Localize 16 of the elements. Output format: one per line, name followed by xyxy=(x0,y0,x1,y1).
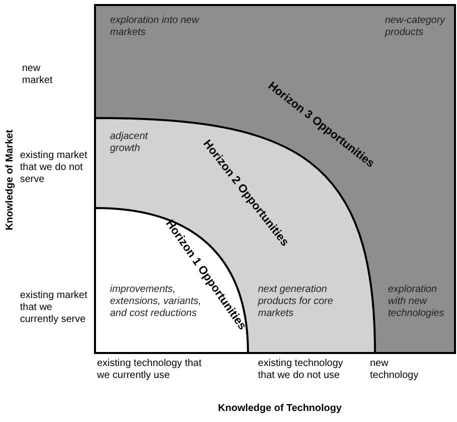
axis-label: existing market that we do not serve xyxy=(20,150,88,186)
quadrant-text: adjacent growth xyxy=(110,131,149,155)
axis-label: existing market that we currently serve xyxy=(20,290,88,326)
quadrant-text: next generation products for core markets xyxy=(258,284,334,320)
axis-label: new technology xyxy=(370,358,420,382)
quadrant-text: exploration into new markets xyxy=(110,15,200,39)
quadrant-text: new-category products xyxy=(385,15,446,39)
horizon-region xyxy=(95,118,375,353)
axis-label: new market xyxy=(22,63,54,87)
horizon-region xyxy=(95,5,455,353)
axis-label: existing technology that we do not use xyxy=(258,358,344,382)
quadrant-text: exploration with new technologies xyxy=(388,284,446,320)
axis-label: existing technology that we currently use xyxy=(97,358,203,382)
axis-title: Knowledge of Market xyxy=(4,130,16,230)
axis-title: Knowledge of Technology xyxy=(218,403,342,414)
quadrant-text: improvements, extensions, variants, and cost reductions xyxy=(110,284,202,319)
